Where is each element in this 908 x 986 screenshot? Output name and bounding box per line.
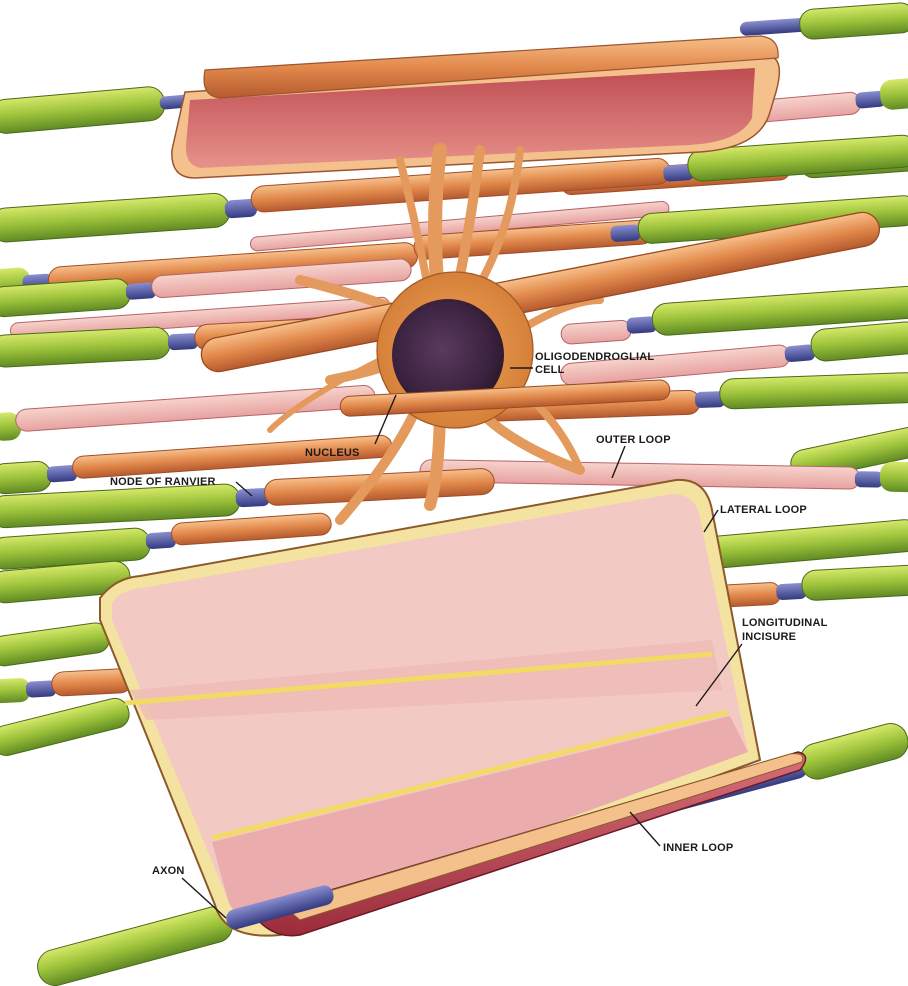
label-incisure: INCISURE (742, 631, 796, 643)
myelinated-fiber (0, 695, 132, 758)
label-outer-loop: OUTER LOOP (596, 434, 671, 446)
label-lateral-loop: LATERAL LOOP (720, 504, 807, 516)
label-oligodendroglial: OLIGODENDROGLIAL (535, 351, 654, 363)
label-inner-loop: INNER LOOP (663, 842, 733, 854)
myelinated-fiber (0, 621, 111, 667)
label-axon: AXON (152, 865, 185, 877)
label-nucleus: NUCLEUS (305, 447, 360, 459)
label-longitudinal: LONGITUDINAL (742, 617, 828, 629)
label-cell: CELL (535, 364, 565, 376)
unrolled-myelin-sheath (100, 480, 806, 936)
label-node-of-ranvier: NODE OF RANVIER (110, 476, 216, 488)
myelinated-fiber (719, 565, 908, 608)
myelinated-fiber (699, 518, 908, 569)
